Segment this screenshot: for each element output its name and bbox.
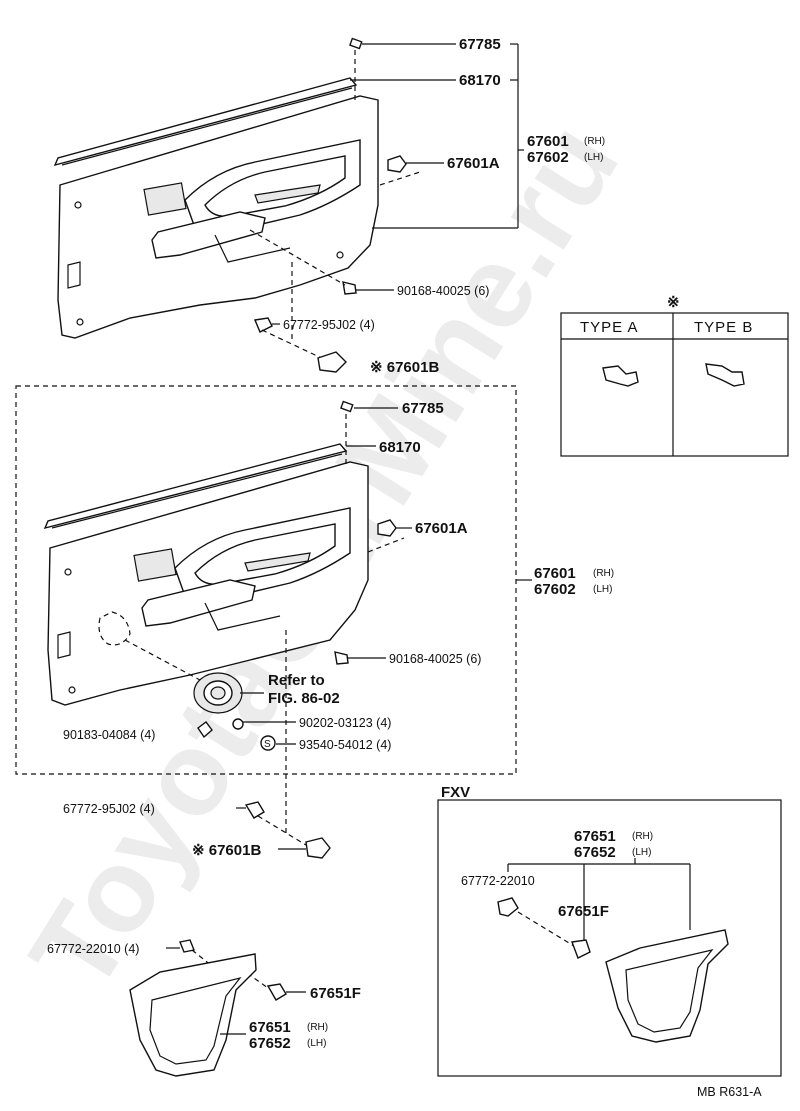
label-90202: 90202-03123 (4) xyxy=(299,716,391,730)
figure-code: MB R631-A xyxy=(697,1085,762,1099)
clip-f-icon xyxy=(266,983,287,1001)
label-67601-upper: 67601 xyxy=(527,133,569,150)
label-90168-lower: 90168-40025 (6) xyxy=(389,652,481,666)
fxv-clip-f-icon xyxy=(571,939,591,959)
label-67785-lower: 67785 xyxy=(402,400,444,417)
label-90183: 90183-04084 (4) xyxy=(63,728,155,742)
label-67652-fxv: 67652 xyxy=(574,844,616,861)
clip-b-icon-lower xyxy=(305,837,331,859)
label-67772-95j02-upper: 67772-95J02 (4) xyxy=(283,318,375,332)
screw2-icon-lower xyxy=(244,801,265,819)
label-lh-lower: (LH) xyxy=(593,584,612,595)
label-67772-22010-fxv: 67772-22010 xyxy=(461,874,535,888)
label-rh-quarter: (RH) xyxy=(307,1022,328,1033)
label-67651-fxv: 67651 xyxy=(574,828,616,845)
loose-parts xyxy=(236,801,331,859)
type-table xyxy=(560,312,789,457)
label-67651f-fxv: 67651F xyxy=(558,903,609,920)
label-67651-quarter: 67651 xyxy=(249,1019,291,1036)
label-fig-86-02: FIG. 86-02 xyxy=(268,690,340,707)
screw2-icon xyxy=(254,317,273,333)
label-lh-fxv: (LH) xyxy=(632,847,651,858)
type-b-clip-icon xyxy=(705,363,745,387)
lower-door-panel xyxy=(43,443,369,714)
clip-a-icon-lower xyxy=(377,519,397,537)
label-67601b-lower: ※ 67601B xyxy=(192,842,261,859)
clip-a-icon xyxy=(387,155,407,173)
label-67601a-lower: 67601A xyxy=(415,520,468,537)
fxv-title: FXV xyxy=(441,784,470,801)
label-67601a-upper: 67601A xyxy=(447,155,500,172)
label-refer-to: Refer to xyxy=(268,672,325,689)
label-s-mark: S xyxy=(264,739,271,750)
clip-b-icon xyxy=(317,351,347,373)
clip-left-icon xyxy=(197,721,213,739)
nut-icon xyxy=(232,718,244,730)
label-90168-upper: 90168-40025 (6) xyxy=(397,284,489,298)
label-67772-95j02-lower: 67772-95J02 (4) xyxy=(63,802,155,816)
label-67652-quarter: 67652 xyxy=(249,1035,291,1052)
upper-leaders xyxy=(249,37,524,373)
fxv-screw-icon xyxy=(497,897,519,917)
label-67772-22010: 67772-22010 (4) xyxy=(47,942,139,956)
label-67601-lower: 67601 xyxy=(534,565,576,582)
label-67651f: 67651F xyxy=(310,985,361,1002)
type-a-clip-icon xyxy=(602,365,639,387)
label-67602-lower: 67602 xyxy=(534,581,576,598)
label-lh-upper: (LH) xyxy=(584,152,603,163)
label-rh-fxv: (RH) xyxy=(632,831,653,842)
label-rh-lower: (RH) xyxy=(593,568,614,579)
type-b-header: TYPE B xyxy=(694,319,753,336)
quarter-panel xyxy=(129,939,306,1077)
type-table-mark: ※ xyxy=(667,294,680,311)
label-rh-upper: (RH) xyxy=(584,136,605,147)
fxv-box xyxy=(437,799,782,1077)
label-93540: 93540-54012 (4) xyxy=(299,738,391,752)
s-mark-icon xyxy=(260,735,276,751)
screw-icon-lower xyxy=(334,651,349,665)
lower-leaders xyxy=(197,400,532,836)
clip-icon-lower xyxy=(340,400,354,413)
label-68170-lower: 68170 xyxy=(379,439,421,456)
upper-door-panel xyxy=(53,77,379,339)
screw-icon xyxy=(342,281,357,295)
label-67601b-upper: ※ 67601B xyxy=(370,359,439,376)
label-lh-quarter: (LH) xyxy=(307,1038,326,1049)
label-67785-upper: 67785 xyxy=(459,36,501,53)
label-68170-upper: 68170 xyxy=(459,72,501,89)
clip-icon xyxy=(349,37,363,50)
screw3-icon xyxy=(179,939,195,953)
label-67602-upper: 67602 xyxy=(527,149,569,166)
type-a-header: TYPE A xyxy=(580,319,639,336)
